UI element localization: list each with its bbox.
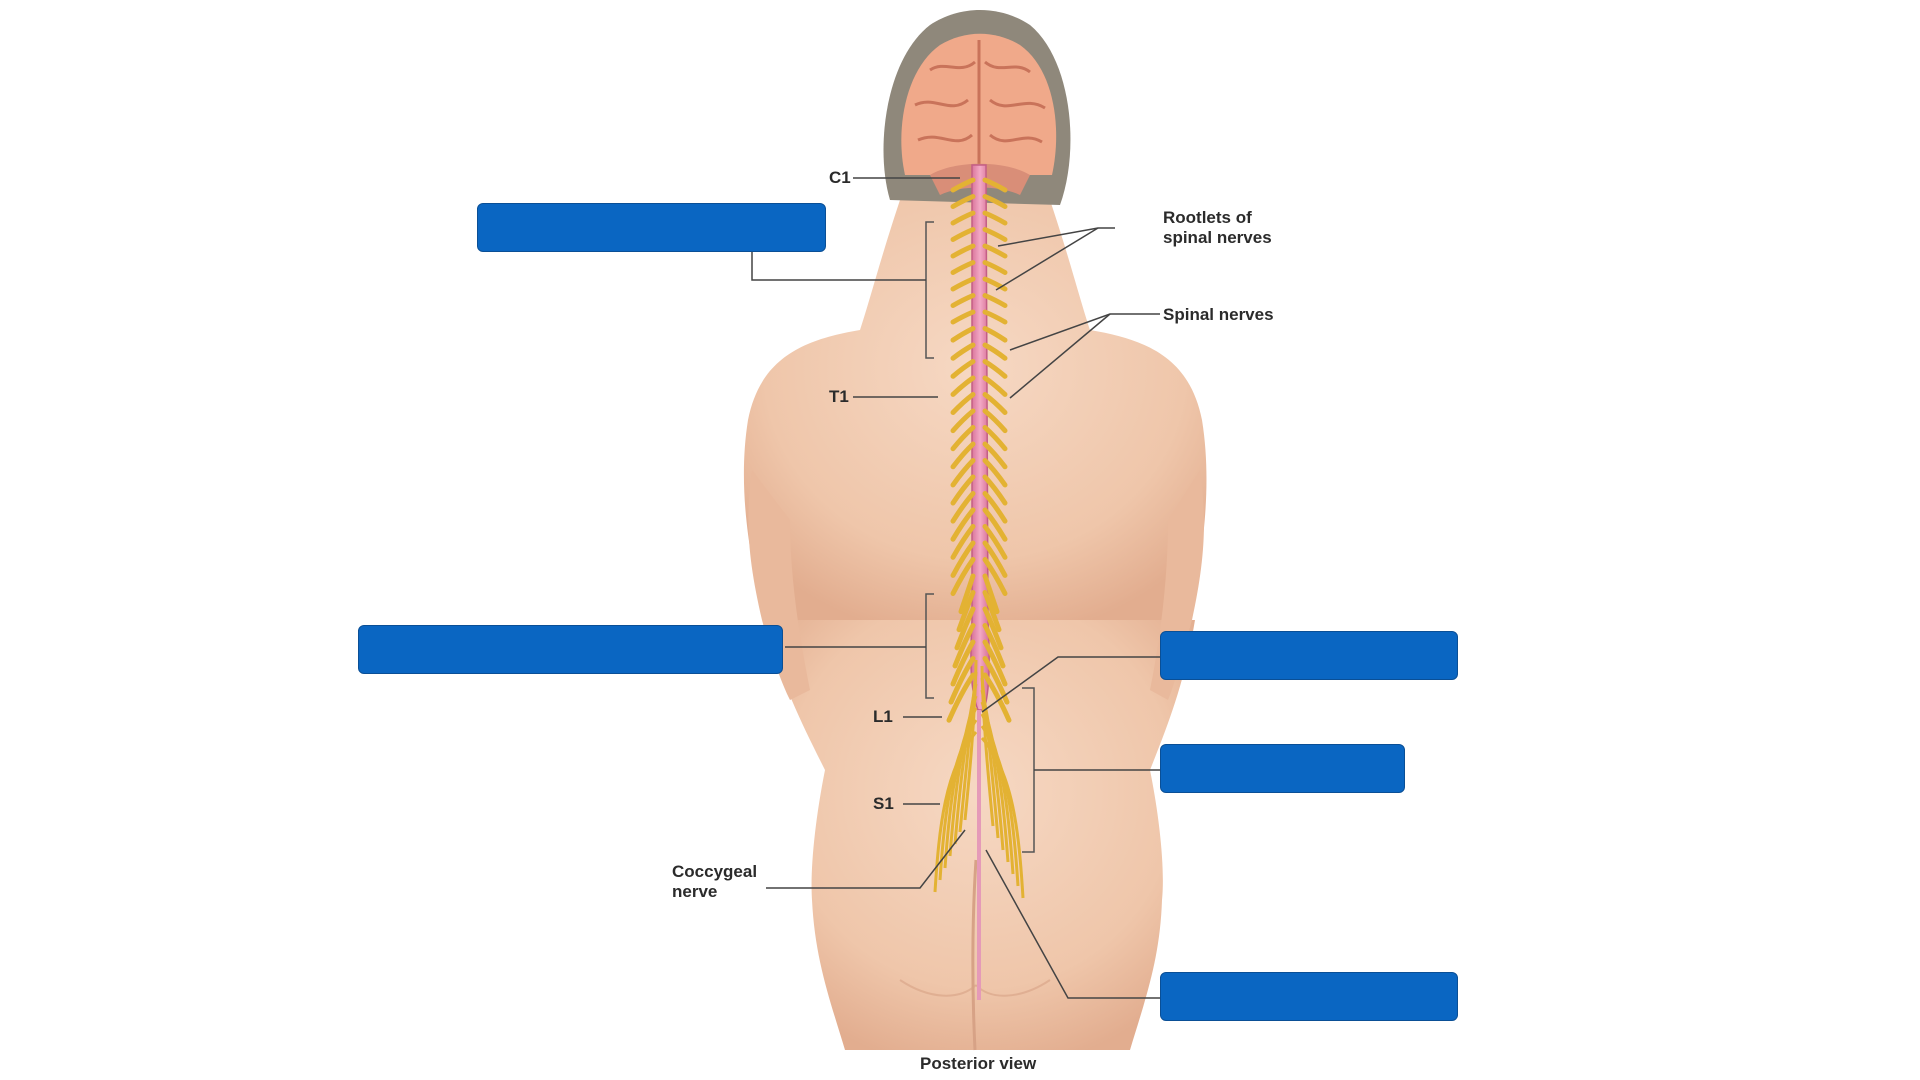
answer-box-right-middle[interactable]	[1160, 744, 1405, 793]
l1-label: L1	[873, 707, 893, 726]
coccygeal-nerve-label: Coccygeal nerve	[672, 862, 758, 901]
head	[883, 10, 1071, 205]
answer-box-right-lower[interactable]	[1160, 972, 1458, 1021]
t1-label: T1	[829, 387, 849, 406]
s1-label: S1	[873, 794, 894, 813]
posterior-view-caption: Posterior view	[920, 1054, 1037, 1073]
leader-lines	[751, 177, 1163, 999]
answer-box-upper-left[interactable]	[477, 203, 826, 252]
rootlets-label: Rootlets of spinal nerves	[1163, 208, 1272, 247]
spinal-nerves-label: Spinal nerves	[1163, 305, 1274, 324]
c1-label: C1	[829, 168, 851, 187]
answer-box-mid-left[interactable]	[358, 625, 783, 674]
answer-box-right-upper[interactable]	[1160, 631, 1458, 680]
spinal-nerve-pairs	[933, 177, 1025, 899]
